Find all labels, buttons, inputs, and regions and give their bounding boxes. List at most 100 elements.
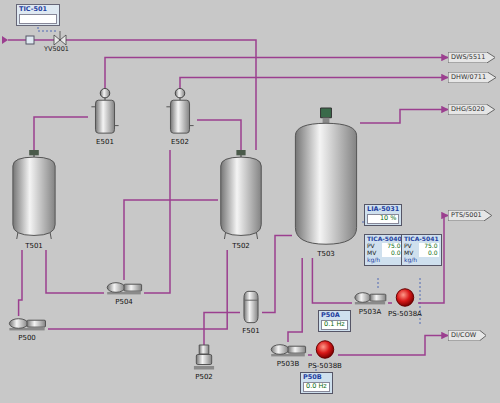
- pump-symbol: P503B: [268, 342, 308, 368]
- value-display: P50A0.1 Hz: [318, 310, 351, 332]
- process-value: 75.0: [382, 243, 401, 250]
- pump-status-lamp: PS-5038A: [392, 288, 418, 318]
- return-pipe: [124, 200, 218, 280]
- equipment-outline: [10, 150, 58, 239]
- process-pipe: [204, 313, 240, 346]
- process-pipe: [338, 336, 448, 356]
- off-page-connector: DWS/5511: [448, 52, 495, 63]
- process-pipe: [48, 250, 227, 329]
- equipment-tag: P504: [115, 298, 133, 306]
- stream-tag: DHW/0711: [451, 74, 486, 81]
- inlet-arrow: [2, 36, 8, 44]
- controller-faceplate: TIC-501: [16, 4, 60, 26]
- equipment-outline: [352, 290, 388, 305]
- signal-line: [420, 278, 421, 326]
- process-value: 0.1 Hz: [321, 320, 348, 329]
- flow-meter: [26, 36, 34, 44]
- stream-tag: DWS/5511: [451, 54, 485, 61]
- process-pipe: [308, 354, 312, 356]
- process-pipe: [46, 250, 104, 293]
- equipment-outline: [218, 150, 264, 239]
- instrument-tag: P50B: [303, 374, 330, 381]
- equipment-outline: [268, 342, 308, 357]
- equipment-outline: [240, 290, 262, 324]
- field-name: PV: [367, 243, 380, 250]
- equipment-outline: [163, 88, 197, 135]
- controller-tag: TICA-5040: [367, 236, 402, 243]
- signal-line: [38, 27, 56, 31]
- equipment-outline: [104, 280, 144, 295]
- stream-tag: DI/COW: [451, 332, 476, 339]
- instrument-tag: P50A: [321, 312, 348, 319]
- equipment-tag: PS-5038A: [388, 310, 422, 318]
- controller-faceplate: TICA-5040PV75.0MV0.0kg/h: [364, 234, 405, 266]
- equipment-tag: P500: [18, 334, 36, 342]
- off-page-connector: PTS/5001: [448, 210, 492, 221]
- process-pipe: [180, 78, 448, 89]
- field-name: MV: [404, 250, 417, 257]
- filter-symbol: F501: [240, 290, 262, 335]
- process-value: 0.0 Hz: [303, 382, 330, 391]
- process-pipe: [262, 236, 292, 313]
- unit-label: kg/h: [367, 257, 402, 264]
- signal-line: [378, 278, 379, 289]
- equipment-tag: T502: [232, 242, 250, 250]
- condenser: E501: [88, 88, 122, 146]
- process-pipe: [312, 258, 352, 303]
- stream-tag: DHG/5020: [451, 106, 485, 113]
- equipment-outline: [6, 316, 48, 331]
- pump-symbol: P504: [104, 280, 144, 306]
- equipment-tag: T503: [317, 250, 335, 258]
- value-field: [19, 14, 57, 24]
- off-page-connector: DHW/0711: [448, 72, 496, 83]
- equipment-outline: [88, 88, 122, 135]
- equipment-outline: [292, 108, 360, 247]
- equipment-tag: T501: [25, 242, 43, 250]
- process-pipe: [34, 117, 88, 150]
- instrument-tag: LIA-5031: [367, 206, 399, 213]
- equipment-tag: P502: [195, 373, 213, 381]
- valve-stem: [60, 31, 61, 40]
- equipment-tag: P503B: [277, 360, 299, 368]
- unit-label: kg/h: [404, 257, 439, 264]
- pump-symbol: P503A: [352, 290, 388, 316]
- equipment-tag: PS-5038B: [308, 362, 342, 370]
- equipment-tag: F501: [242, 327, 259, 335]
- valve-tag: YV5001: [44, 46, 69, 53]
- equipment-outline: [392, 288, 418, 307]
- process-pipe: [105, 58, 448, 89]
- controller-tag: TIC-501: [19, 6, 57, 13]
- feed-pipe: [8, 40, 256, 150]
- transfer-pipe: [144, 150, 170, 293]
- equipment-tag: P503A: [359, 308, 381, 316]
- vertical-pump: P502: [192, 345, 216, 381]
- value-display: LIA-503110 %: [364, 204, 402, 226]
- process-pipe: [360, 110, 448, 124]
- process-pipe: [388, 302, 392, 304]
- process-pipe: [19, 250, 22, 316]
- reactor-vessel: T503: [292, 108, 360, 258]
- storage-tank: T502: [218, 150, 264, 250]
- process-pipe: [197, 120, 241, 150]
- field-name: PV: [404, 243, 417, 250]
- controller-tag: TICA-5041: [404, 236, 439, 243]
- equipment-tag: E501: [96, 138, 114, 146]
- equipment-outline: [192, 345, 216, 370]
- process-value: 75.0: [419, 243, 438, 250]
- off-page-connector: DHG/5020: [448, 104, 495, 115]
- field-name: MV: [367, 250, 380, 257]
- process-pipe: [288, 258, 302, 342]
- value-display: P50B0.0 Hz: [300, 372, 333, 394]
- stream-tag: PTS/5001: [451, 212, 482, 219]
- condenser: E502: [163, 88, 197, 146]
- process-value: 0.0: [419, 250, 438, 257]
- pump-status-lamp: PS-5038B: [312, 340, 338, 370]
- pump-symbol: P500: [6, 316, 48, 342]
- storage-tank: T501: [10, 150, 58, 250]
- off-page-connector: DI/COW: [448, 330, 486, 341]
- process-value: 10 %: [367, 214, 399, 223]
- process-value: 0.0: [382, 250, 401, 257]
- equipment-tag: E502: [171, 138, 189, 146]
- controller-faceplate: TICA-5041PV75.0MV0.0kg/h: [401, 234, 442, 266]
- equipment-outline: [312, 340, 338, 359]
